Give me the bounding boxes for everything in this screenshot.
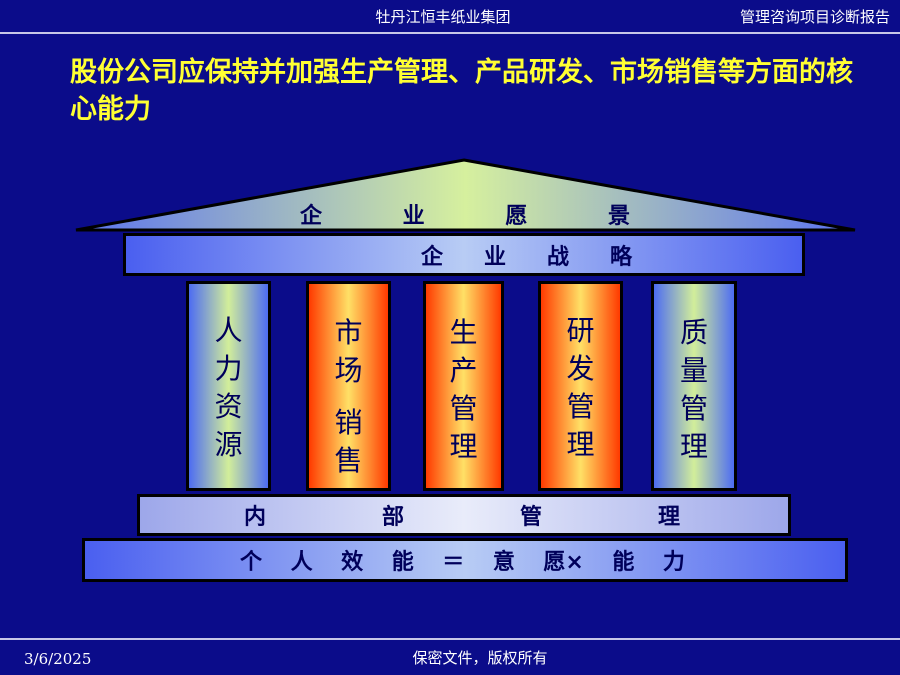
- strategy-bar: 企 业 战 略: [123, 233, 805, 276]
- formula-char: 效: [341, 550, 364, 575]
- pillar-production-management: 生 产 管 理: [423, 281, 504, 491]
- pillar-char: 生: [449, 316, 478, 349]
- formula-char: 人: [290, 550, 313, 575]
- report-name: 管理咨询项目诊断报告: [739, 8, 890, 26]
- pillar-marketing-sales: 市 场 销 售: [306, 281, 391, 491]
- vision-char: 业: [402, 204, 425, 229]
- company-name: 牡丹江恒丰纸业集团: [375, 8, 511, 26]
- pillar-char: 理: [679, 430, 708, 463]
- pillar-char: 人: [214, 314, 243, 347]
- formula-char: 个: [240, 550, 263, 575]
- internal-char: 部: [381, 505, 404, 530]
- strategy-char: 略: [609, 244, 632, 270]
- strategy-char: 业: [483, 244, 506, 270]
- slide-title: 股份公司应保持并加强生产管理、产品研发、市场销售等方面的核心能力: [70, 57, 853, 125]
- vision-char: 景: [607, 204, 630, 229]
- strategy-char: 战: [546, 244, 569, 270]
- slide-date: 3/6/2025: [24, 650, 92, 668]
- vision-char: 愿: [505, 204, 528, 229]
- pillar-char: 资: [214, 390, 243, 423]
- formula-char: 能: [612, 550, 635, 575]
- pillar-char: 源: [214, 428, 243, 461]
- formula-char: 愿×: [543, 550, 584, 575]
- personal-efficiency-bar: 个 人 效 能 ＝ 意 愿× 能 力: [82, 538, 848, 582]
- pillar-char: 量: [679, 354, 708, 387]
- formula-char: 意: [492, 550, 515, 575]
- formula-char: 能: [391, 550, 414, 575]
- pillar-char: 力: [214, 352, 243, 385]
- vision-char: 企: [300, 204, 323, 229]
- internal-char: 理: [657, 505, 680, 530]
- strategy-char: 企: [421, 244, 444, 270]
- formula-char: ＝: [442, 550, 465, 575]
- pillar-char: 研: [566, 314, 595, 347]
- pillar-char: 理: [566, 428, 595, 461]
- pillar-char: 发: [566, 352, 595, 385]
- pillar-char: 销: [334, 406, 363, 439]
- footer-divider: [0, 638, 900, 640]
- internal-management-bar: 内 部 管 理: [137, 494, 791, 536]
- pillar-char: 市: [334, 316, 363, 349]
- pillar-char: 管: [679, 392, 708, 425]
- pillar-human-resources: 人 力 资 源: [186, 281, 271, 491]
- pillar-quality-management: 质 量 管 理: [651, 281, 737, 491]
- vision-label: 企 业 愿 景: [300, 198, 630, 230]
- confidential-notice: 保密文件，版权所有: [412, 649, 548, 667]
- pillar-char: 产: [449, 354, 478, 387]
- pillar-char: 管: [566, 390, 595, 423]
- pillar-char: 场: [334, 354, 363, 387]
- pillar-char: 售: [334, 444, 363, 477]
- formula-char: 力: [662, 550, 685, 575]
- pillar-rnd-management: 研 发 管 理: [538, 281, 623, 491]
- pillar-char: 理: [449, 430, 478, 463]
- internal-char: 管: [519, 505, 542, 530]
- pillar-char: 质: [679, 316, 708, 349]
- header-divider: [0, 32, 900, 34]
- pillar-char: 管: [449, 392, 478, 425]
- internal-char: 内: [244, 505, 267, 530]
